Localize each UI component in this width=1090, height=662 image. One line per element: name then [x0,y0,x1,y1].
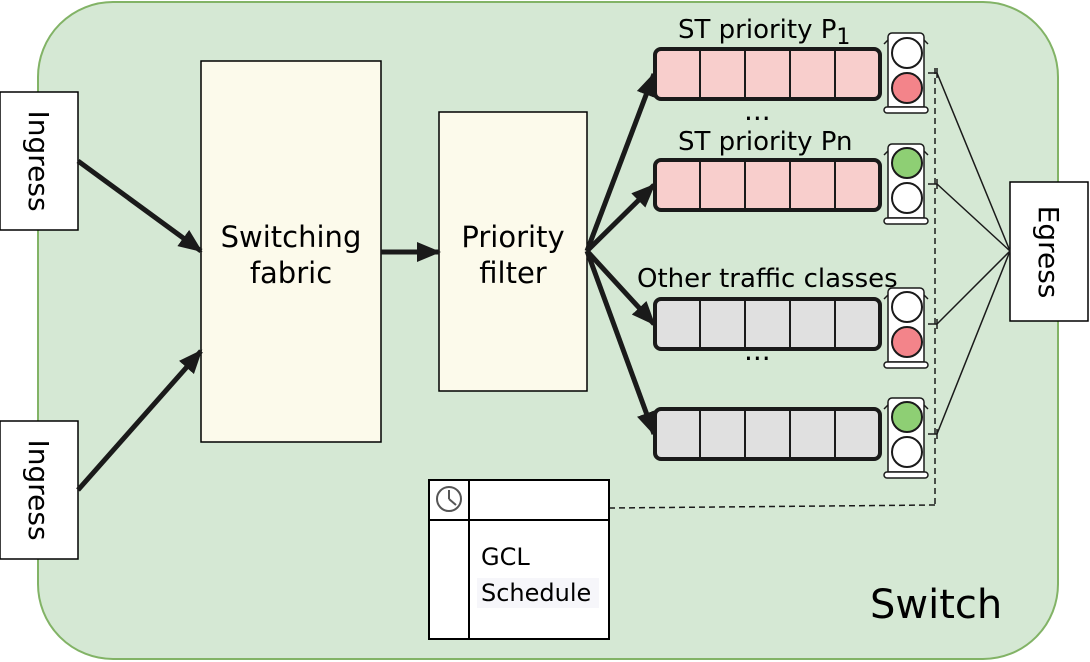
arrow-ingress-top-to-fabric [76,158,203,254]
queue-other-2 [653,407,882,461]
priority-filter-line1: Priority [461,220,564,254]
switch-label: Switch [870,582,1002,628]
gcl-line2: Schedule [481,579,591,607]
queue-st-p1 [653,47,882,101]
gcl-control-lines [608,68,936,509]
arrow-filter-to-queue-pn [585,183,656,253]
ingress-top: Ingress [0,91,79,231]
switching-fabric-line1: Switching [221,220,362,254]
arrow-ingress-bottom-to-fabric [76,349,203,492]
queue-other-label: Other traffic classes [637,264,898,294]
ingress-bottom: Ingress [0,420,79,560]
queue-pn-label: ST priority Pn [678,127,852,157]
traffic-light-p1-icon [883,32,929,114]
priority-filter-line2: filter [479,256,547,290]
gcl-schedule-table: GCL Schedule [428,479,610,640]
gcl-line1: GCL [481,543,530,571]
queue-st-pn [653,158,882,212]
arrow-filter-to-queue-p1 [584,72,657,252]
egress-box: Egress [1009,181,1089,322]
arrow-filter-to-queue-other-1 [585,249,656,326]
queue-p1-label: ST priority P1 [678,15,850,50]
egress-label: Egress [1032,206,1065,299]
switching-fabric-box: Switching fabric [200,60,382,443]
priority-filter-box: Priority filter [438,111,588,392]
switching-fabric-line2: fabric [250,256,332,290]
queue-other-1 [653,297,882,351]
traffic-light-other-1-icon [883,287,929,369]
ingress-top-label: Ingress [22,110,55,211]
traffic-light-other-2-icon [883,397,929,479]
arrow-filter-to-queue-other-2 [584,250,657,436]
traffic-light-pn-icon [883,143,929,225]
clock-icon [436,486,462,512]
ingress-bottom-label: Ingress [22,439,55,540]
gate-connectors [928,68,1011,439]
